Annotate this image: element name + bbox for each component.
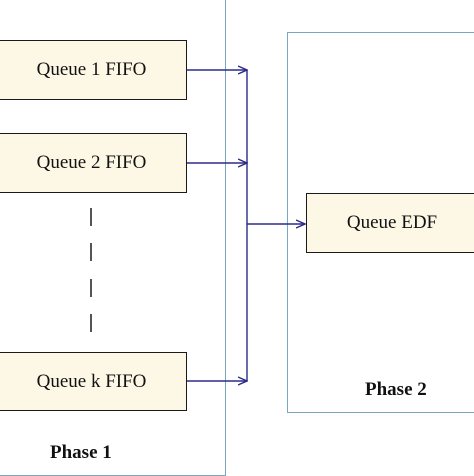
queue-2-fifo-label: Queue 2 FIFO — [36, 152, 147, 173]
phase-1-label: Phase 1 — [50, 442, 112, 463]
queue-1-fifo-label: Queue 1 FIFO — [36, 59, 147, 80]
queue-k-fifo-box: Queue k FIFO — [0, 352, 187, 411]
queue-1-fifo-box: Queue 1 FIFO — [0, 40, 187, 100]
queue-edf-box: Queue EDF — [306, 193, 474, 253]
queue-edf-label: Queue EDF — [346, 212, 438, 233]
queue-k-fifo-label: Queue k FIFO — [36, 370, 147, 392]
queue-2-fifo-box: Queue 2 FIFO — [0, 133, 187, 193]
phase-2-label: Phase 2 — [365, 379, 427, 400]
